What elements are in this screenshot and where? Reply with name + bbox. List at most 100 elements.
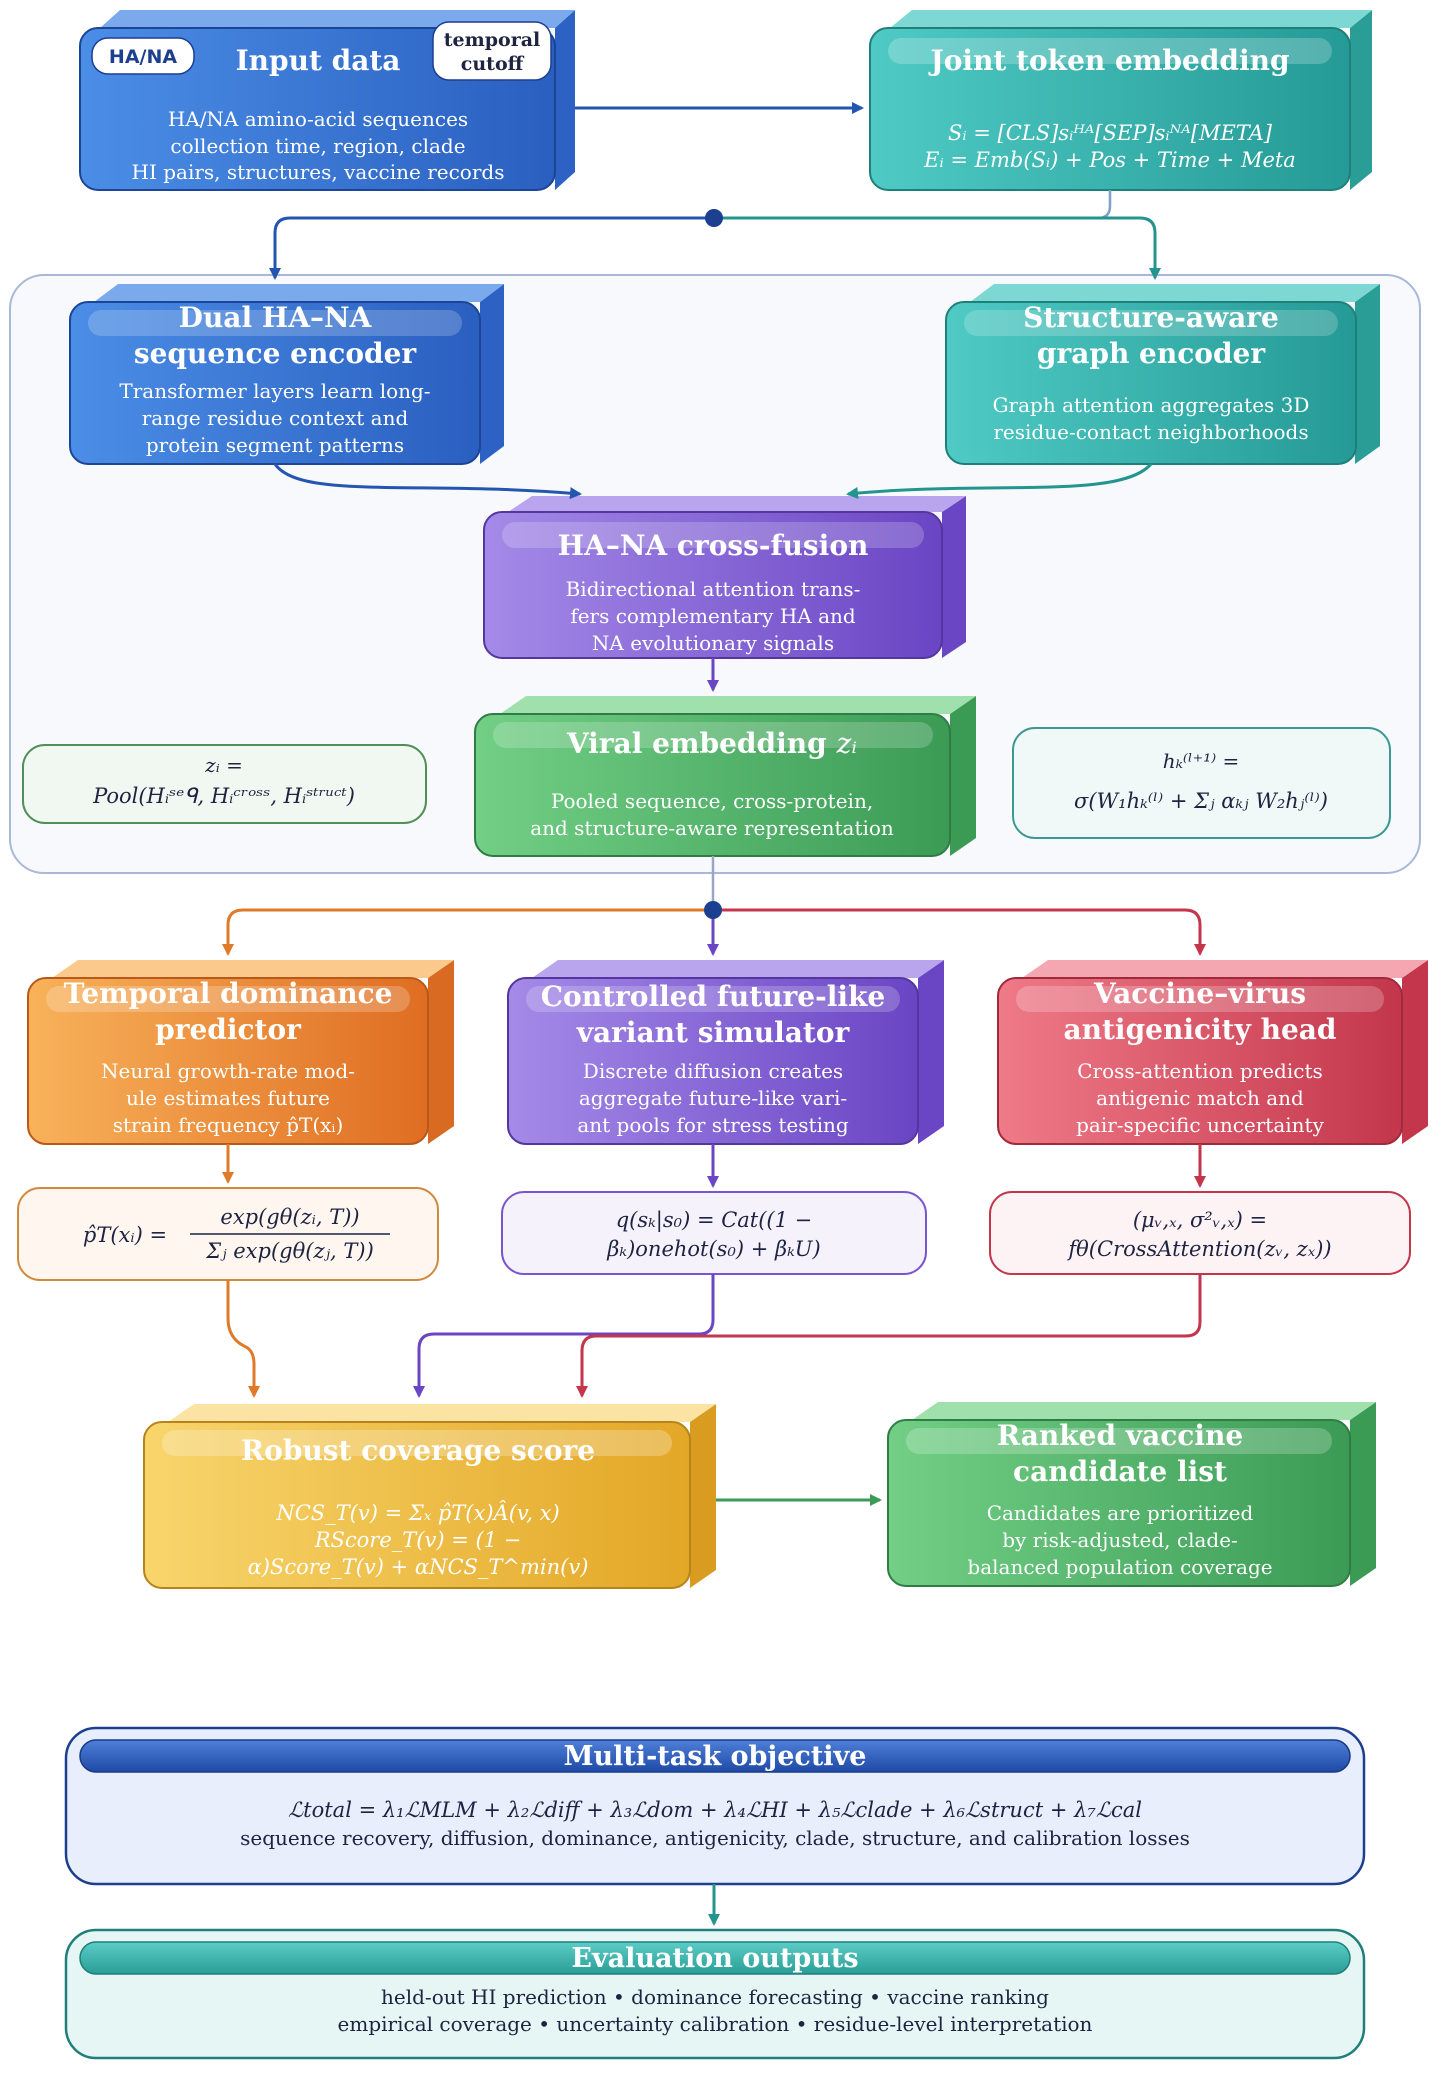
temporal-title-1: Temporal dominance	[64, 977, 393, 1010]
coverage-formula-1: NCS_T(v) = Σₓ p̂T(x)Â(v, x)	[275, 1501, 559, 1525]
temporal-title-2: predictor	[155, 1013, 302, 1046]
temporal-line-3: strain frequency p̂T(xᵢ)	[113, 1113, 344, 1137]
temporal-cutoff-label-1: temporal	[444, 29, 540, 51]
cross-fusion-title: HA–NA cross-fusion	[558, 529, 869, 562]
joint-embedding-title: Joint token embedding	[927, 44, 1289, 77]
graph-formula-line-2: σ(W₁hₖ⁽ˡ⁾ + Σⱼ αₖⱼ W₂hⱼ⁽ˡ⁾)	[1074, 789, 1328, 813]
objective-panel: Multi-task objective ℒtotal = λ₁ℒMLM + λ…	[64, 1726, 1366, 1886]
viral-embedding-line-1: Pooled sequence, cross-protein,	[551, 789, 873, 813]
arrow-to-dual-encoder	[269, 216, 714, 280]
coverage-title: Robust coverage score	[241, 1434, 595, 1467]
input-data-line-1: HA/NA amino-acid sequences	[168, 107, 468, 131]
structure-encoder-line-1: Graph attention aggregates 3D	[993, 393, 1310, 417]
input-data-line-2: collection time, region, clade	[170, 134, 465, 158]
arrow-structure-to-fusion	[846, 462, 1153, 499]
dual-encoder-title-2: sequence encoder	[134, 337, 418, 370]
pool-formula-box: zᵢ = Pool(Hᵢˢᵉᑫ, Hᵢᶜʳᵒˢˢ, Hᵢˢᵗʳᵘᶜᵗ)	[22, 744, 427, 824]
arrow-to-structure-encoder	[714, 216, 1161, 280]
diffusion-formula-box: q(sₖ|s₀) = Cat((1 − βₖ)onehot(s₀) + βₖU)	[501, 1191, 927, 1275]
dual-encoder-line-2: range residue context and	[142, 406, 409, 430]
ha-na-tag	[91, 37, 195, 75]
diffusion-formula-line-1: q(sₖ|s₀) = Cat((1 −	[616, 1208, 813, 1233]
objective-caption: sequence recovery, diffusion, dominance,…	[240, 1826, 1190, 1850]
antigenicity-title-2: antigenicity head	[1064, 1013, 1337, 1046]
pool-formula-line-1: zᵢ =	[204, 753, 243, 777]
evaluation-title: Evaluation outputs	[571, 1943, 858, 1974]
temporal-line-2: ule estimates future	[126, 1086, 330, 1110]
viral-embedding-line-2: and structure-aware representation	[530, 816, 894, 840]
joint-formula-2: Eᵢ = Emb(Sᵢ) + Pos + Time + Meta	[923, 148, 1296, 172]
crossattention-formula-line-2: fθ(CrossAttention(zᵥ, zₓ))	[1066, 1237, 1331, 1261]
connector-joint-down	[714, 190, 1112, 220]
simulator-title-1: Controlled future-like	[541, 980, 885, 1013]
antigenicity-line-1: Cross-attention predicts	[1077, 1059, 1323, 1083]
cross-fusion-line-1: Bidirectional attention trans-	[566, 577, 861, 601]
structure-encoder-title-1: Structure-aware	[1023, 301, 1279, 334]
dual-encoder-box: Dual HA–NA sequence encoder Transformer …	[69, 284, 504, 465]
crossattention-formula-box: (μᵥ,ₓ, σ²ᵥ,ₓ) = fθ(CrossAttention(zᵥ, zₓ…	[989, 1191, 1411, 1275]
cross-fusion-line-2: fers complementary HA and	[570, 604, 856, 628]
dual-encoder-line-1: Transformer layers learn long-	[119, 379, 430, 403]
coverage-score-box: Robust coverage score NCS_T(v) = Σₓ p̂T(…	[143, 1404, 716, 1589]
temporal-predictor-box: Temporal dominance predictor Neural grow…	[27, 960, 454, 1145]
crossattention-formula-line-1: (μᵥ,ₓ, σ²ᵥ,ₓ) =	[1133, 1208, 1267, 1232]
structure-encoder-line-2: residue-contact neighborhoods	[993, 420, 1308, 444]
dual-encoder-title-1: Dual HA–NA	[179, 301, 373, 334]
arrow-diffusion-to-coverage	[413, 1274, 715, 1398]
arrow-to-antigenicity	[713, 908, 1206, 956]
coverage-formula-3: α)Score_T(v) + αNCS_T^min(v)	[248, 1555, 589, 1579]
ranked-line-1: Candidates are prioritized	[987, 1501, 1254, 1525]
evaluation-line-2: empirical coverage • uncertainty calibra…	[338, 2012, 1093, 2036]
simulator-line-3: ant pools for stress testing	[577, 1113, 848, 1137]
cross-fusion-box: HA–NA cross-fusion Bidirectional attenti…	[483, 496, 966, 659]
temporal-line-1: Neural growth-rate mod-	[101, 1059, 355, 1083]
ranked-title-1: Ranked vaccine	[997, 1419, 1243, 1452]
ranked-line-3: balanced population coverage	[967, 1555, 1272, 1579]
arrow-to-temporal	[222, 908, 713, 956]
antigenicity-head-box: Vaccine–virus antigenicity head Cross-at…	[997, 960, 1428, 1145]
structure-encoder-title-2: graph encoder	[1037, 337, 1266, 370]
objective-title: Multi-task objective	[564, 1741, 867, 1772]
input-data-title: Input data	[236, 44, 401, 77]
structure-encoder-box: Structure-aware graph encoder Graph atte…	[945, 284, 1380, 465]
simulator-line-2: aggregate future-like vari-	[579, 1086, 847, 1110]
temporal-cutoff-tag	[432, 21, 552, 81]
arrow-dominance-to-coverage	[226, 1280, 260, 1398]
arrow-crossattention-to-coverage	[576, 1274, 1202, 1398]
variant-simulator-box: Controlled future-like variant simulator…	[507, 960, 944, 1145]
objective-formula: ℒtotal = λ₁ℒMLM + λ₂ℒdiff + λ₃ℒdom + λ₄ℒ…	[288, 1798, 1142, 1822]
dominance-formula-box: p̂T(xᵢ) = exp(gθ(zᵢ, T)) Σⱼ exp(gθ(zⱼ, T…	[17, 1187, 439, 1281]
dominance-formula-den: Σⱼ exp(gθ(zⱼ, T))	[205, 1239, 374, 1263]
antigenicity-line-3: pair-specific uncertainty	[1076, 1113, 1324, 1137]
evaluation-line-1: held-out HI prediction • dominance forec…	[381, 1985, 1049, 2009]
dominance-formula-left: p̂T(xᵢ) =	[83, 1223, 167, 1247]
connectors	[222, 102, 1206, 1926]
dual-encoder-line-3: protein segment patterns	[146, 433, 404, 457]
arrow-dual-to-fusion	[273, 463, 582, 500]
junction-dot-top	[705, 209, 723, 227]
junction-dot-middle	[704, 901, 722, 919]
ranked-line-2: by risk-adjusted, clade-	[1002, 1528, 1238, 1552]
simulator-title-2: variant simulator	[576, 1016, 851, 1049]
ranked-title-2: candidate list	[1013, 1455, 1227, 1488]
input-data-box: HA/NA temporal cutoff Input data HA/NA a…	[79, 10, 575, 191]
coverage-formula-2: RScore_T(v) = (1 −	[314, 1528, 522, 1552]
graph-formula-box: hₖ⁽ˡ⁺¹⁾ = σ(W₁hₖ⁽ˡ⁾ + Σⱼ αₖⱼ W₂hⱼ⁽ˡ⁾)	[1012, 727, 1391, 839]
ranked-list-box: Ranked vaccine candidate list Candidates…	[887, 1402, 1376, 1587]
joint-formula-1: Sᵢ = [CLS]sᵢᴴᴬ[SEP]sᵢᴺᴬ[META]	[948, 121, 1273, 145]
ha-na-tag-label: HA/NA	[109, 46, 177, 68]
diffusion-formula-line-2: βₖ)onehot(s₀) + βₖU)	[606, 1237, 820, 1261]
antigenicity-title-1: Vaccine–virus	[1093, 977, 1306, 1010]
graph-formula-line-1: hₖ⁽ˡ⁺¹⁾ =	[1163, 749, 1240, 773]
dominance-formula-num: exp(gθ(zᵢ, T))	[220, 1205, 359, 1229]
cross-fusion-line-3: NA evolutionary signals	[592, 631, 834, 655]
temporal-cutoff-label-2: cutoff	[461, 53, 525, 75]
antigenicity-line-2: antigenic match and	[1096, 1086, 1304, 1110]
simulator-line-1: Discrete diffusion creates	[583, 1059, 843, 1083]
input-data-line-3: HI pairs, structures, vaccine records	[132, 160, 505, 184]
pool-formula-line-2: Pool(Hᵢˢᵉᑫ, Hᵢᶜʳᵒˢˢ, Hᵢˢᵗʳᵘᶜᵗ)	[92, 784, 355, 808]
evaluation-panel: Evaluation outputs held-out HI predictio…	[64, 1928, 1366, 2060]
